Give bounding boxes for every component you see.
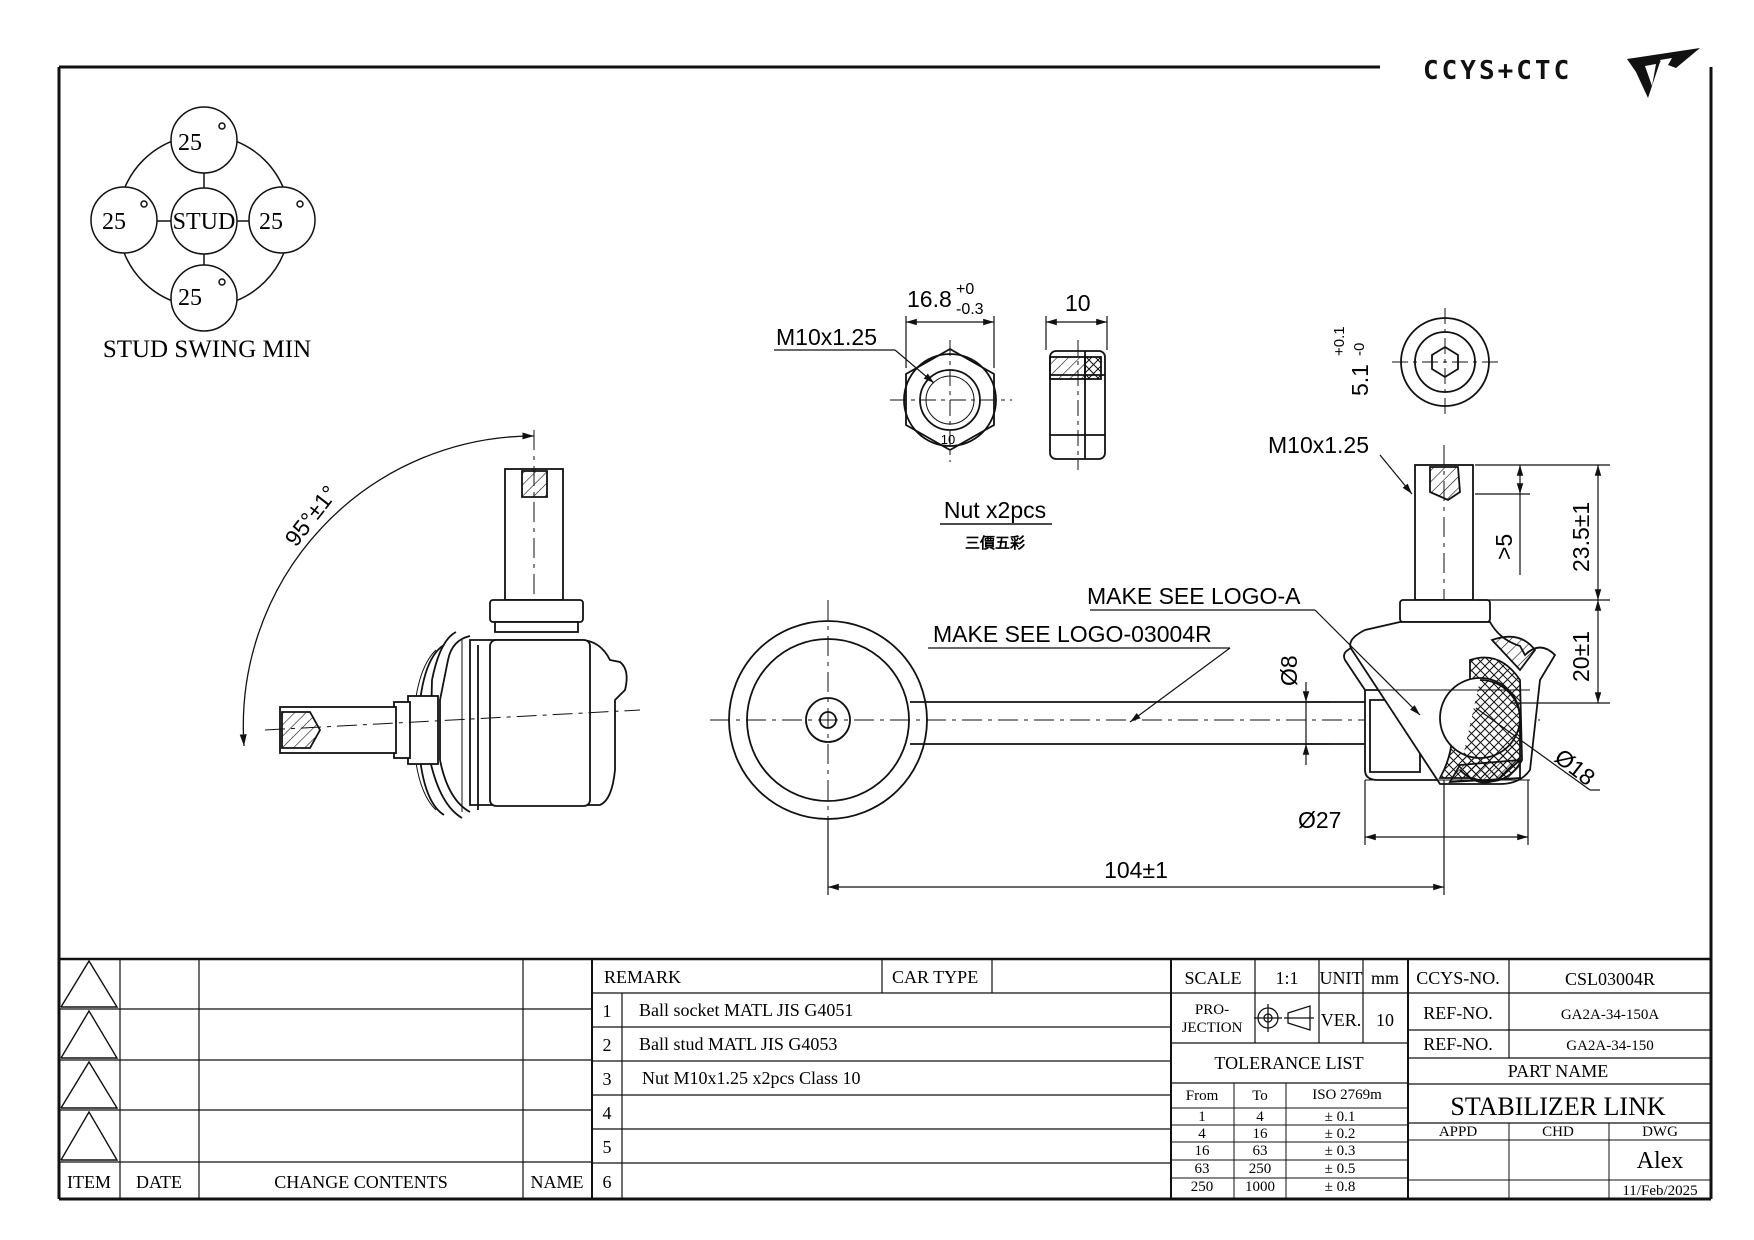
version-value: 10 [1376,1010,1394,1030]
swing-caption: STUD SWING MIN [103,336,311,363]
remark-no: 3 [603,1069,612,1089]
rev-header-item: ITEM [67,1172,111,1192]
swing-deg-right: 25 [259,209,283,235]
length-dim: 104±1 [1104,857,1168,883]
svg-text:63: 63 [1195,1161,1210,1177]
remark-text: Ball socket MATL JIS G4051 [639,1000,853,1020]
projection-symbol-icon [1254,1004,1314,1032]
title-block-grid [59,957,1711,1199]
svg-text:63: 63 [1253,1143,1268,1159]
logo-a-label: MAKE SEE LOGO-A [1087,583,1301,609]
svg-text:± 0.5: ± 0.5 [1325,1161,1356,1177]
ball-dia-dim: Ø18 [1550,743,1600,790]
version-label: VER. [1321,1010,1362,1030]
stud-min-dim: >5 [1491,534,1517,560]
stud-len-dim: 23.5±1 [1568,502,1594,572]
swing-deg-bottom: 25 [178,285,202,311]
drawing-date: 11/Feb/2025 [1622,1183,1697,1199]
svg-text:± 0.2: ± 0.2 [1325,1126,1356,1142]
svg-text:4: 4 [1256,1109,1264,1125]
stud-thread-label: M10x1.25 [1268,432,1369,458]
remark-no: 1 [603,1001,612,1021]
remark-no: 6 [603,1172,612,1192]
projection-label-2: JECTION [1182,1020,1243,1036]
svg-text:± 0.1: ± 0.1 [1325,1109,1356,1125]
unit-value: mm [1371,968,1399,988]
hex-size-dim: 5.1 [1347,364,1373,396]
remark-header: REMARK [604,967,681,987]
nut-subtitle: 三價五彩 [965,534,1025,552]
remark-rows: 1 Ball socket MATL JIS G4051 2 Ball stud… [603,1000,861,1192]
ref-no-2-value: GA2A-34-150 [1566,1038,1654,1054]
ref-no-2-label: REF-NO. [1423,1034,1493,1054]
svg-text:± 0.8: ± 0.8 [1325,1179,1356,1195]
boot-len-dim: 20±1 [1568,631,1594,682]
hex-tol-bot: -0 [1351,343,1368,356]
svg-text:16: 16 [1195,1143,1211,1159]
nut-width-tol-top: +0 [956,281,974,298]
part-name-value: STABILIZER LINK [1450,1092,1665,1121]
stud-swing-diagram [90,106,316,332]
svg-text:250: 250 [1191,1179,1214,1195]
remark-no: 4 [603,1103,612,1123]
swing-deg-top: 25 [178,130,202,156]
remark-text: Ball stud MATL JIS G4053 [639,1034,837,1054]
svg-text:4: 4 [1198,1126,1206,1142]
svg-text:1000: 1000 [1245,1179,1275,1195]
checked-label: CHD [1542,1124,1574,1140]
nut-width-tol-bot: -0.3 [956,301,984,318]
svg-text:16: 16 [1253,1126,1269,1142]
logo-code-label: MAKE SEE LOGO-03004R [933,621,1212,647]
hex-tol-top: +0.1 [1331,326,1348,356]
tol-to-header: To [1252,1088,1268,1104]
remark-no: 2 [603,1035,612,1055]
ccys-no-value: CSL03004R [1565,969,1655,989]
main-front-view [710,445,1557,845]
car-type-label: CAR TYPE [892,967,978,987]
tolerance-title: TOLERANCE LIST [1214,1053,1363,1073]
svg-text:250: 250 [1249,1161,1272,1177]
projection-label-1: PRO- [1195,1002,1229,1018]
drawer-name: Alex [1637,1148,1684,1174]
remark-no: 5 [603,1137,612,1157]
ref-no-1-label: REF-NO. [1423,1003,1493,1023]
nut-title: Nut x2pcs [944,497,1046,523]
rev-header-name: NAME [531,1172,584,1192]
svg-text:1: 1 [1198,1109,1206,1125]
swing-deg-left: 25 [102,209,126,235]
swing-angle-arc [239,432,535,747]
svg-text:CCYS+CTC: CCYS+CTC [1423,56,1572,86]
rod-dia-dim: Ø8 [1276,655,1302,686]
tol-from-header: From [1186,1088,1219,1104]
rev-header-change: CHANGE CONTENTS [274,1172,448,1192]
tol-iso-header: ISO 2769m [1312,1087,1382,1103]
scale-label: SCALE [1184,968,1241,988]
nut-thread-label: M10x1.25 [776,324,877,350]
drawn-label: DWG [1642,1124,1678,1140]
unit-label: UNIT [1320,968,1363,988]
nut-dimension-lines [774,316,1108,384]
sheet-border [57,65,1713,1201]
socket-dia-dim: Ø27 [1298,807,1341,833]
scale-value: 1:1 [1275,968,1298,988]
approved-label: APPD [1439,1124,1478,1140]
nut-width-dim: 16.8 [907,286,952,312]
stud-end-view [1392,308,1500,416]
tolerance-rows: 1 4 ± 0.1 4 16 ± 0.2 16 63 ± 0.3 63 250 … [1191,1109,1356,1195]
ccys-no-label: CCYS-NO. [1416,968,1500,988]
remark-text: Nut M10x1.25 x2pcs Class 10 [642,1068,861,1088]
nut-thick-dim: 10 [1065,290,1091,316]
nut-side-view [1049,340,1106,470]
svg-text:± 0.3: ± 0.3 [1325,1143,1356,1159]
part-name-label: PART NAME [1508,1061,1608,1081]
rev-header-date: DATE [136,1172,182,1192]
swing-center-label: STUD [173,209,236,235]
nut-class-label: 10 [941,432,955,447]
brand-logo: CCYS+CTC [1423,48,1700,98]
main-dimension-lines [827,454,1610,895]
ref-no-1-value: GA2A-34-150A [1561,1007,1659,1023]
